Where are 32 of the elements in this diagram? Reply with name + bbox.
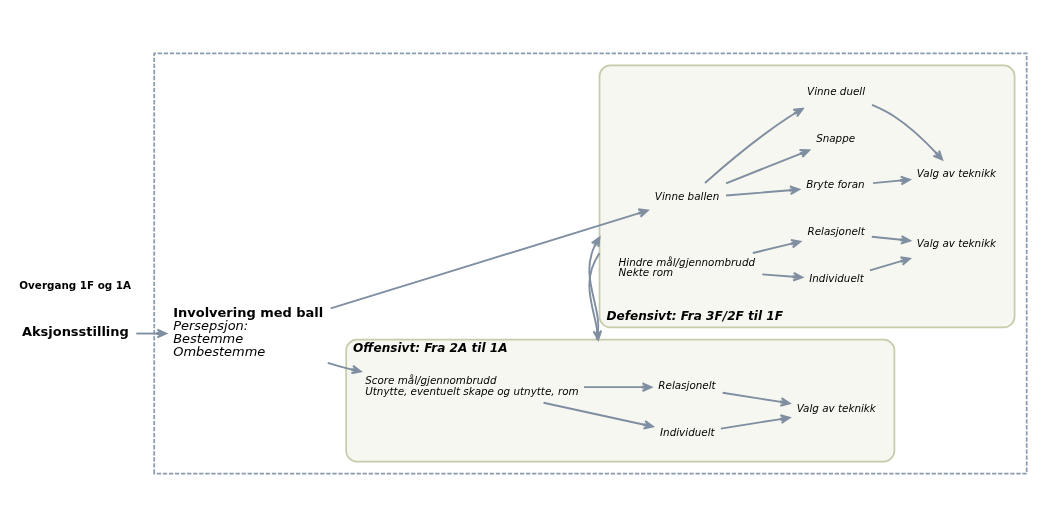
node-text: Individuelt	[660, 425, 715, 438]
node-text: Individuelt	[809, 271, 864, 284]
arrow	[868, 256, 911, 272]
node-text: Aksjonsstilling	[21, 323, 129, 339]
arrow	[751, 238, 802, 254]
node-text: Relasjonelt	[658, 378, 716, 391]
node-text: Bryte foran	[806, 178, 865, 191]
arrow	[721, 391, 791, 407]
arrow	[135, 328, 168, 339]
label: Overgang 1F og 1A	[19, 278, 132, 291]
arrow	[583, 382, 653, 392]
node-text: Involvering med ball Persepsjon: Bestemme Ombestemme	[173, 305, 324, 360]
node-text: Vinne duell	[807, 84, 866, 97]
node-text: Snappe	[816, 131, 856, 144]
arrow	[871, 104, 944, 161]
node-text: Score mål/gjennombrudd Utnytte, eventuelt skape og utnytte, rom	[365, 374, 579, 397]
arrow	[872, 175, 911, 186]
arrow	[870, 235, 911, 245]
node-text: Valg av teknikk	[796, 402, 876, 415]
arrow	[719, 414, 791, 430]
arrow	[542, 401, 654, 430]
node-text: Vinne ballen	[654, 190, 720, 203]
arrow	[761, 271, 804, 282]
arrow	[329, 208, 649, 310]
node-text: Valg av teknikk	[916, 167, 997, 180]
node-text: Hindre mål/gjennombrudd Nekte rom	[618, 255, 756, 279]
arrow	[326, 362, 362, 375]
arrow	[725, 185, 800, 197]
node-text: Valg av teknikk	[916, 237, 997, 250]
arrow	[725, 148, 811, 185]
node-text: Relasjonelt	[807, 225, 865, 238]
arrow	[704, 107, 804, 184]
